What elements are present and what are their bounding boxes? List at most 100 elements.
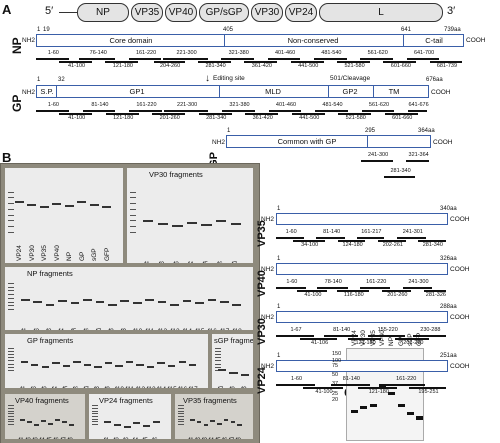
gel-full-length-lane-label: VP24 — [16, 245, 24, 261]
gel-np-band — [232, 303, 242, 306]
sgp-pos-295: 295 — [365, 128, 376, 134]
gp-frag-row1-bar — [36, 110, 69, 112]
vp24-frag-row1-bar — [330, 384, 370, 386]
gel-vp40-lane-label: f5 — [47, 437, 52, 439]
vp24-row-label: VP24 — [256, 367, 268, 394]
gel-vp40-lane-label: f1 — [19, 437, 24, 439]
gel-np-lane-label: f4 — [59, 328, 64, 330]
gel-vp30-lane-label: f2 — [159, 261, 164, 263]
gel-np-lane-label: f10 — [133, 328, 142, 330]
gel-gp: GP fragmentsf1f2f3f4f5f6f7f8f9f10f11f12f… — [5, 334, 208, 388]
vp35-row-label: VP35 — [256, 220, 268, 247]
western-band — [351, 410, 358, 413]
gp-frag-row2-bar — [291, 113, 325, 115]
vp30-row-label: VP30 — [256, 318, 268, 345]
sgp-frag-bar — [361, 160, 393, 162]
gp-frag-row1-label: 221-300 — [177, 102, 198, 108]
vp30-end: 288aa — [440, 304, 457, 310]
gel-np-band — [95, 301, 105, 304]
vp24-nh2: NH2 — [261, 363, 275, 370]
gel-vp24-ladder — [92, 405, 98, 428]
gel-vp24-band — [143, 424, 150, 427]
gel-np-lane-label: f18 — [233, 328, 242, 330]
gp-gp2-domain: GP2 — [342, 87, 358, 96]
gel-full-length-band — [39, 206, 49, 209]
np-frag-row2-label: 41-100 — [67, 63, 86, 69]
gel-vp35-lane-label: f7 — [229, 437, 234, 439]
gp-frag-row2-label: 121-180 — [113, 115, 134, 121]
gel-full-length-band — [102, 206, 112, 209]
gel-gp-band — [136, 363, 144, 366]
gel-full-length-lane-label: GP — [78, 251, 86, 261]
panel-b-label: B — [2, 150, 12, 165]
vp30-frag-row1-label: 1-67 — [290, 327, 302, 333]
sgp-frag-bar — [383, 176, 416, 178]
gel-gp-band — [62, 364, 71, 367]
gel-vp30-lane-label: f7 — [232, 261, 237, 263]
gel-sgp-lane-label: f7 — [218, 386, 223, 388]
gel-vp24-band — [133, 422, 141, 425]
gel-vp35-band — [210, 420, 215, 423]
np-frag-row1-bar — [360, 58, 394, 60]
vp30-cooh: COOH — [450, 314, 470, 321]
western-band — [378, 384, 386, 387]
gp-row-label: GP — [10, 94, 24, 112]
vp40-frag-row1-bar — [276, 287, 306, 289]
np-frag-row2-label: 121-180 — [112, 63, 133, 69]
western-lane-label: GFP — [416, 332, 424, 346]
western-band — [406, 412, 414, 415]
gel-gp-lane-label: f8 — [94, 386, 99, 388]
np-frag-row2-bar — [198, 61, 231, 63]
gp-nh2: NH2 — [22, 89, 36, 96]
gel-full-length-band — [64, 205, 74, 208]
vp35-frag-row1-label: 161-217 — [361, 229, 382, 235]
gel-np-band — [182, 299, 192, 302]
gel-gp-band — [146, 366, 155, 369]
gel-full-length-band — [52, 202, 62, 205]
gp-frag-row2-label: 281-340 — [206, 115, 227, 121]
gel-gp-lane-label: f13 — [147, 386, 156, 388]
np-frag-row2-label: 204-260 — [159, 63, 181, 69]
vp30-frag-row2-bar — [347, 338, 382, 340]
gp-frag-row1-label: 561-620 — [368, 102, 390, 108]
gel-gp-lane-label: f12 — [136, 386, 145, 388]
sgp-end: 364aa — [418, 128, 435, 134]
gel-vp30-lane-label: f5 — [203, 261, 208, 263]
gel-gp-lane-label: f10 — [115, 386, 124, 388]
np-frag-row1-bar — [221, 58, 255, 60]
vp30-bar — [276, 311, 448, 323]
gel-gp-band — [178, 361, 186, 363]
vp40-nh2: NH2 — [261, 266, 275, 273]
np-frag-row2-label: 521-580 — [344, 63, 365, 69]
np-frag-row1-bar — [267, 58, 301, 60]
gp-cleavage-site: 501/Cleavage — [330, 75, 371, 82]
gel-sgp-title: sGP fragments — [214, 336, 253, 345]
gel-np-band — [107, 303, 117, 306]
gel-vp30-band — [157, 222, 168, 225]
gp-frag-row1-bar — [163, 110, 209, 112]
vp40-frag-row2-label: 201-260 — [387, 292, 408, 298]
vp30-frag-row1-bar — [367, 335, 406, 337]
np-frag-row1-label: 161-220 — [135, 50, 157, 56]
vp35-frag-row2-label: 34-100 — [301, 242, 319, 248]
western-lane-label: NP — [388, 336, 396, 346]
vp35-frag-row1-bar — [316, 237, 345, 239]
vp24-frag-row1-label: 81-140 — [342, 376, 360, 382]
gel-vp40-band — [62, 421, 67, 424]
np-nonconserved-domain: Non-conserved — [287, 36, 339, 45]
gel-np-lane-label: f14 — [183, 328, 192, 330]
gel-np-band — [58, 299, 67, 302]
gp-frag-row1-label: 161-220 — [136, 102, 157, 108]
gel-full-length-band — [89, 203, 99, 206]
gel-vp35-band — [203, 423, 209, 426]
np-frag-row2-bar — [153, 61, 185, 63]
vp35-frag-row1-bar — [356, 237, 384, 239]
gp-frag-row2-bar — [152, 113, 186, 115]
vp30-frag-row2-bar — [299, 338, 338, 340]
vp30-frag-row2-bar — [395, 338, 430, 340]
np-frag-row2-label: 281-340 — [205, 63, 226, 69]
vp35-frag-row2-bar — [338, 240, 366, 242]
gel-vp24-band — [152, 421, 160, 423]
gp-frag-row1-bar — [129, 110, 162, 112]
gel-vp35-band — [217, 422, 222, 425]
